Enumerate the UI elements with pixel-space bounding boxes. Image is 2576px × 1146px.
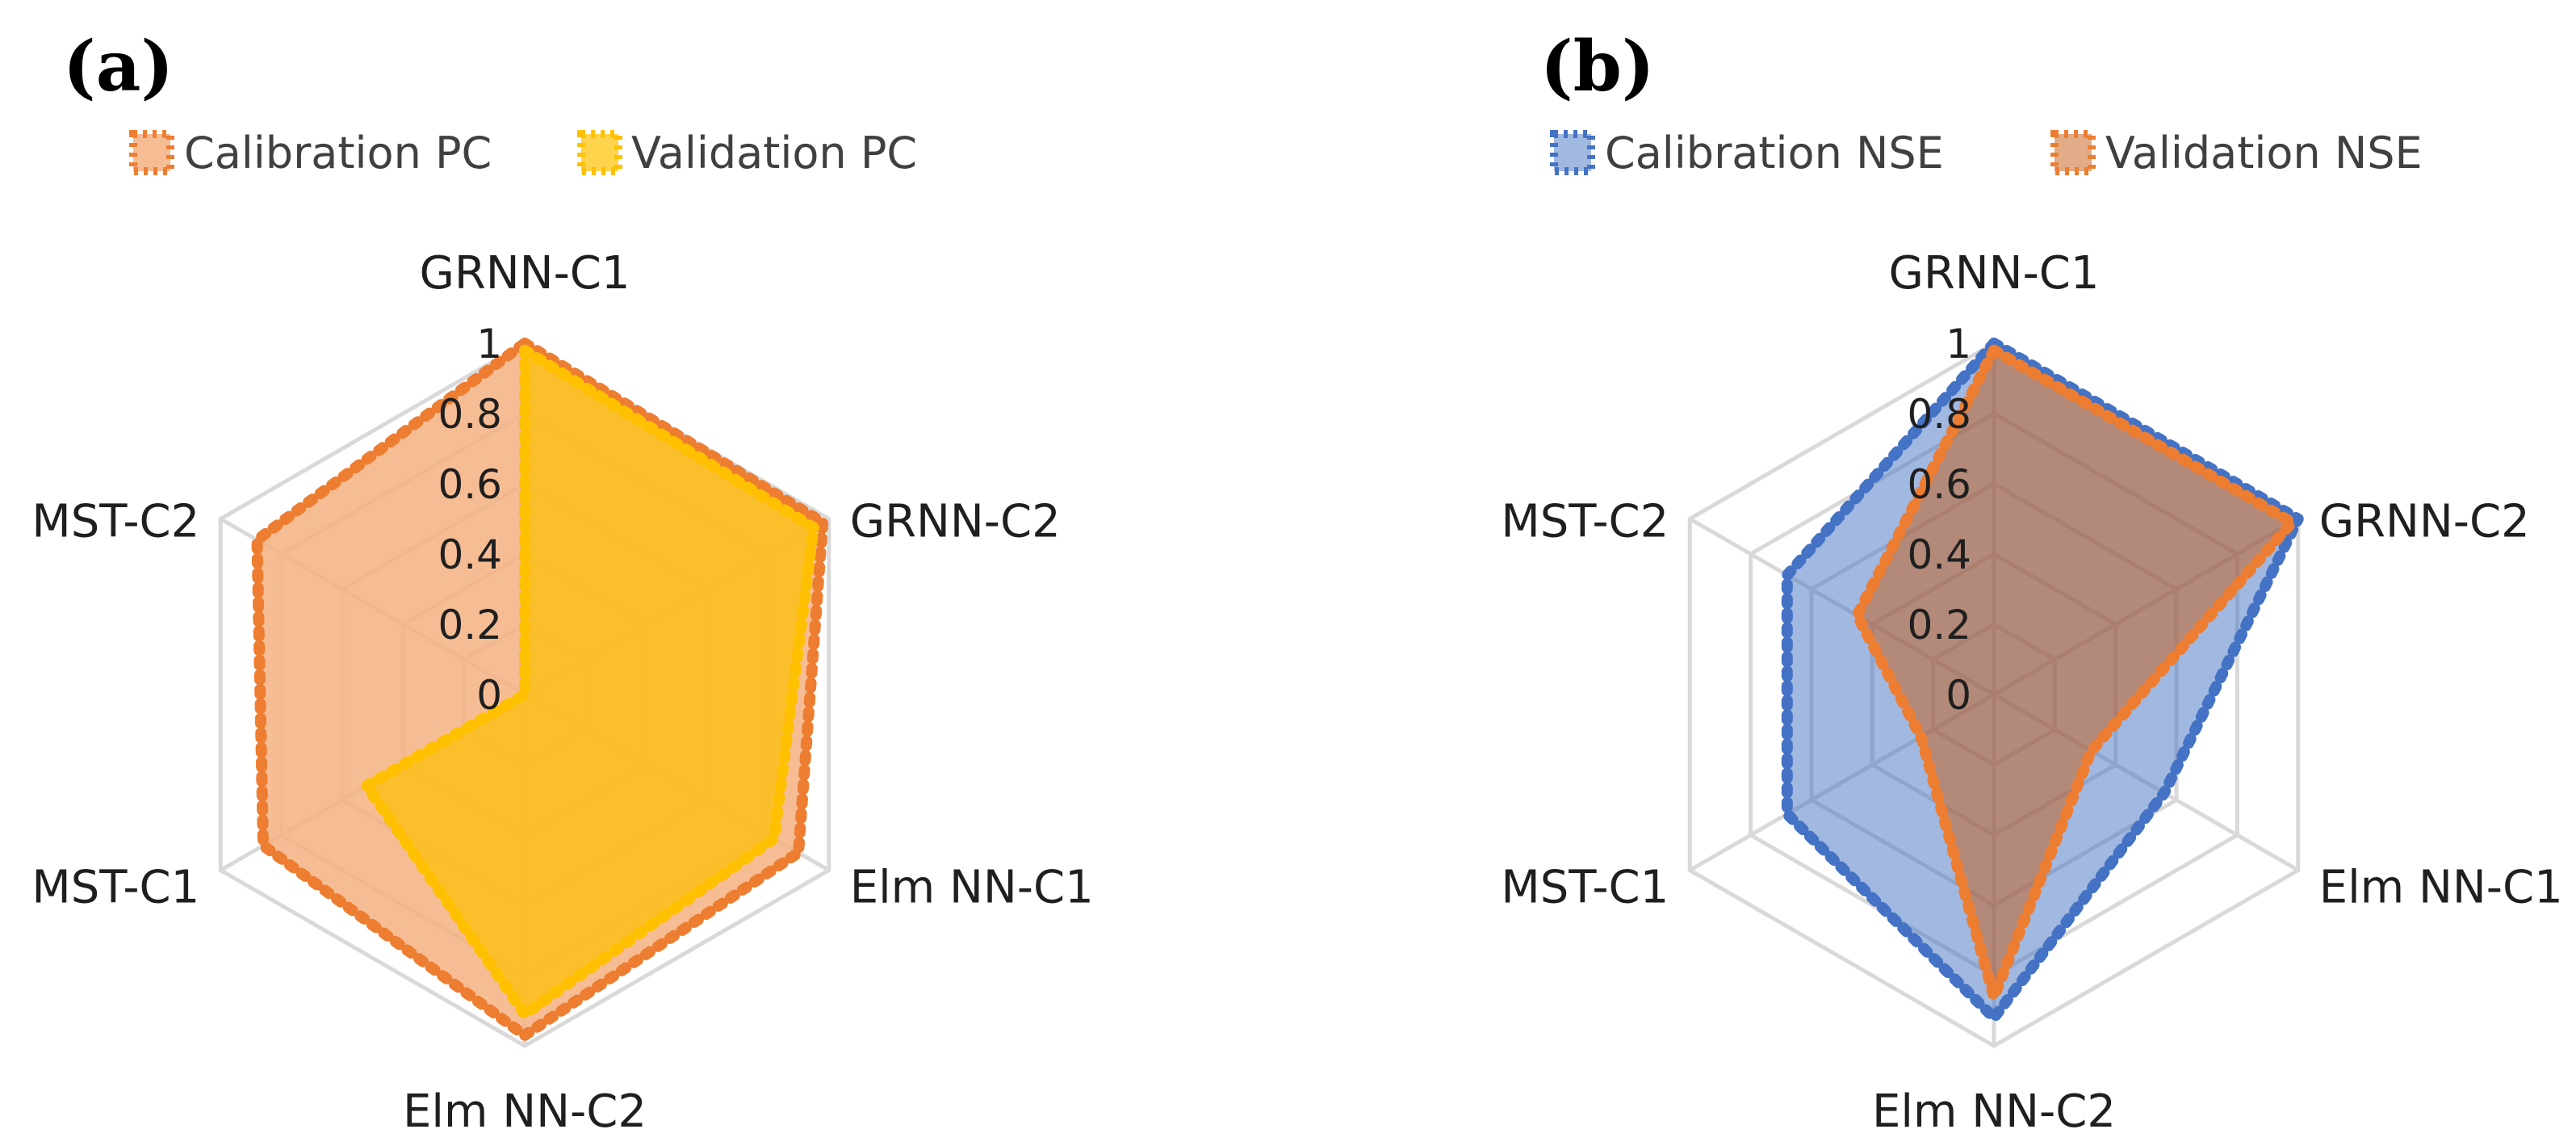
series-area-validation-pc bbox=[361, 344, 819, 1020]
tick-label-0: 0 bbox=[1946, 672, 1971, 719]
axis-label-elm-nn-c1: Elm NN-C1 bbox=[2319, 862, 2563, 914]
series-area-validation-nse bbox=[1851, 344, 2298, 1003]
tick-label-4: 0.8 bbox=[438, 391, 502, 438]
axis-label-grnn-c1: GRNN-C1 bbox=[419, 247, 630, 300]
axis-label-grnn-c2: GRNN-C2 bbox=[2319, 496, 2530, 548]
panel-b: (b) Calibration NSE Validation NSE 0 0.2 0.4 0… bbox=[1501, 26, 2562, 1138]
tick-label-1: 0.2 bbox=[1907, 602, 1971, 649]
axis-label-elm-nn-c1: Elm NN-C1 bbox=[850, 862, 1094, 914]
axis-label-grnn-c1: GRNN-C1 bbox=[1888, 247, 2099, 300]
tick-label-5: 1 bbox=[476, 321, 502, 367]
axis-label-grnn-c2: GRNN-C2 bbox=[850, 496, 1061, 548]
tick-label-1: 0.2 bbox=[438, 602, 502, 649]
legend-entry-validation-nse: Validation NSE bbox=[2105, 128, 2423, 178]
legend-entry-calibration-pc: Calibration PC bbox=[184, 128, 492, 178]
panel-label: (a) bbox=[63, 26, 174, 107]
legend-swatch-validation-pc bbox=[577, 130, 622, 175]
legend-swatch-validation-nse bbox=[2050, 130, 2096, 175]
legend-entry-validation-pc: Validation PC bbox=[631, 128, 917, 178]
tick-label-4: 0.8 bbox=[1907, 391, 1971, 438]
axis-label-mst-c1: MST-C1 bbox=[31, 862, 199, 914]
tick-label-3: 0.6 bbox=[1907, 461, 1971, 508]
tick-label-3: 0.6 bbox=[438, 461, 502, 508]
tick-label-5: 1 bbox=[1946, 321, 1971, 367]
panel-label: (b) bbox=[1540, 26, 1655, 107]
tick-label-2: 0.4 bbox=[1907, 531, 1971, 578]
legend-swatch-calibration-nse bbox=[1550, 130, 1595, 175]
legend-swatch-calibration-pc bbox=[129, 130, 174, 175]
axis-label-mst-c1: MST-C1 bbox=[1501, 862, 1669, 914]
axis-label-elm-nn-c2: Elm NN-C2 bbox=[1872, 1085, 2116, 1138]
tick-label-2: 0.4 bbox=[438, 531, 502, 578]
axis-label-mst-c2: MST-C2 bbox=[31, 496, 199, 548]
axis-label-elm-nn-c2: Elm NN-C2 bbox=[403, 1085, 647, 1138]
axis-label-mst-c2: MST-C2 bbox=[1501, 496, 1669, 548]
panel-a: (a)Calibration PC Validation PC 0 0.2 0.4 0.6… bbox=[31, 26, 1093, 1138]
legend-entry-calibration-nse: Calibration NSE bbox=[1605, 128, 1944, 178]
tick-label-0: 0 bbox=[476, 672, 502, 719]
